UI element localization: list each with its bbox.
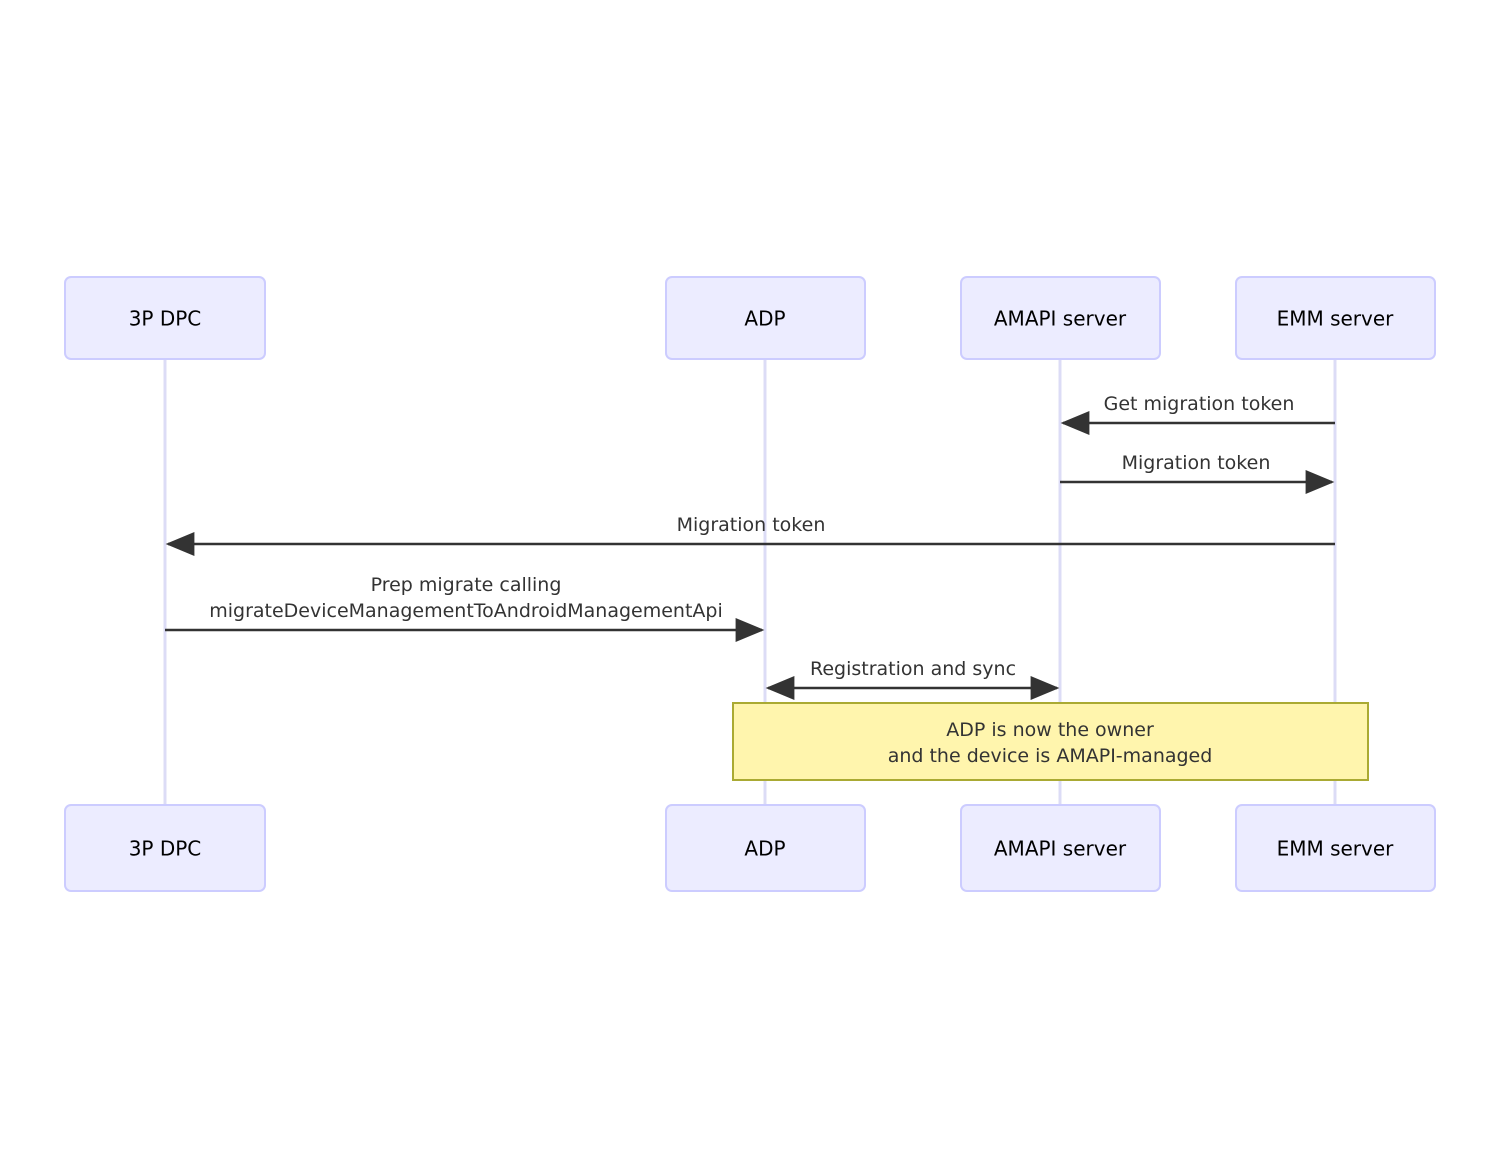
note-text-line-1: ADP is now the owner (946, 719, 1154, 741)
message-label-line-2: migrateDeviceManagementToAndroidManageme… (209, 600, 723, 622)
message-migration-token-to-emm[interactable]: Migration token (1060, 452, 1335, 494)
participant-top-adp[interactable]: ADP (665, 276, 866, 360)
participant-box[interactable] (665, 276, 866, 360)
participant-label: AMAPI server (994, 837, 1127, 861)
participant-label: 3P DPC (129, 837, 202, 861)
message-get-migration-token[interactable]: Get migration token (1060, 393, 1335, 435)
participant-bottom-3p-dpc[interactable]: 3P DPC (64, 804, 266, 892)
message-label: Registration and sync (810, 658, 1016, 680)
note-text-line-2: and the device is AMAPI-managed (888, 745, 1213, 767)
participant-box[interactable] (960, 804, 1161, 892)
message-label: Get migration token (1104, 393, 1295, 415)
message-label: Migration token (1122, 452, 1271, 474)
message-label: Migration token (677, 514, 826, 536)
participant-bottom-amapi-server[interactable]: AMAPI server (960, 804, 1161, 892)
participant-label: EMM server (1277, 307, 1395, 331)
participant-top-amapi-server[interactable]: AMAPI server (960, 276, 1161, 360)
participants-bottom: 3P DPC ADP AMAPI server EMM server (64, 804, 1436, 892)
participant-label: EMM server (1277, 837, 1395, 861)
participant-box[interactable] (665, 804, 866, 892)
note-adp-owner: ADP is now the owner and the device is A… (732, 702, 1369, 781)
participant-label: AMAPI server (994, 307, 1127, 331)
participant-box[interactable] (1235, 804, 1436, 892)
participant-box[interactable] (64, 276, 266, 360)
participants-top: 3P DPC ADP AMAPI server EMM server (64, 276, 1436, 360)
participant-top-3p-dpc[interactable]: 3P DPC (64, 276, 266, 360)
participant-bottom-emm-server[interactable]: EMM server (1235, 804, 1436, 892)
messages: Get migration token Migration token Migr… (165, 393, 1335, 700)
message-registration-and-sync[interactable]: Registration and sync (765, 658, 1060, 700)
participant-label: ADP (744, 307, 785, 331)
participant-label: ADP (744, 837, 785, 861)
note-box (732, 702, 1369, 781)
participant-bottom-adp[interactable]: ADP (665, 804, 866, 892)
participant-box[interactable] (960, 276, 1161, 360)
participant-label: 3P DPC (129, 307, 202, 331)
message-migration-token-to-dpc[interactable]: Migration token (165, 514, 1335, 556)
message-prep-migrate[interactable]: Prep migrate calling migrateDeviceManage… (165, 574, 765, 642)
participant-box[interactable] (64, 804, 266, 892)
message-label-line-1: Prep migrate calling (371, 574, 562, 596)
participant-box[interactable] (1235, 276, 1436, 360)
participant-top-emm-server[interactable]: EMM server (1235, 276, 1436, 360)
